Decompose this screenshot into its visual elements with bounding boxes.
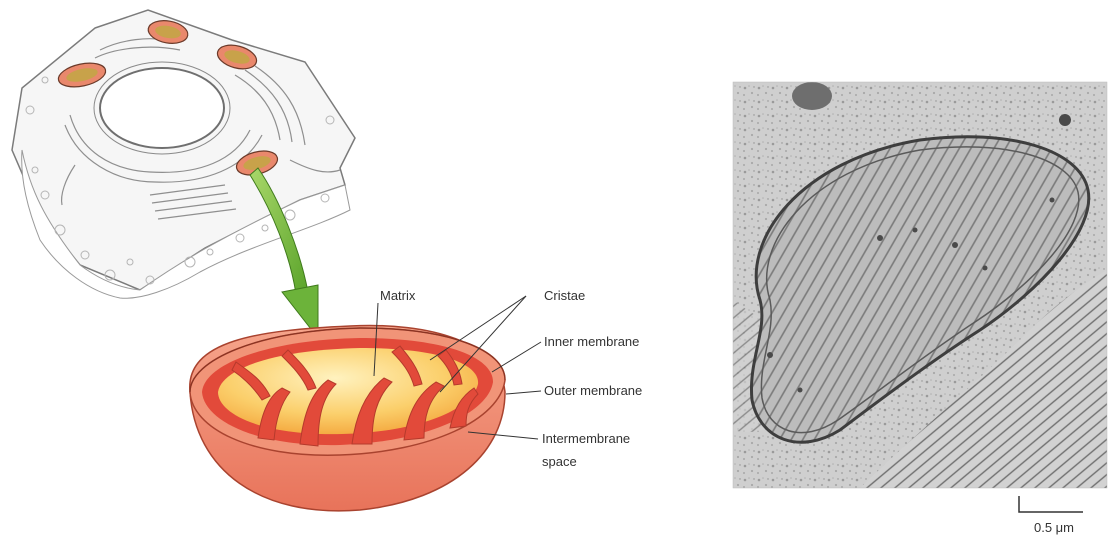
label-inner-membrane: Inner membrane — [544, 334, 639, 349]
scale-bar-label: 0.5 μm — [1034, 520, 1074, 535]
label-cristae: Cristae — [544, 288, 585, 303]
mitochondrion-cutaway — [190, 326, 505, 511]
label-intermembrane-space-line1: Intermembrane — [542, 431, 630, 446]
nucleus — [100, 68, 224, 148]
cell-illustration — [12, 10, 355, 298]
label-outer-membrane: Outer membrane — [544, 383, 642, 398]
label-intermembrane-space-line2: space — [542, 454, 577, 469]
electron-micrograph — [733, 82, 1107, 488]
label-matrix: Matrix — [380, 288, 416, 303]
scale-bar: 0.5 μm — [1019, 496, 1083, 535]
